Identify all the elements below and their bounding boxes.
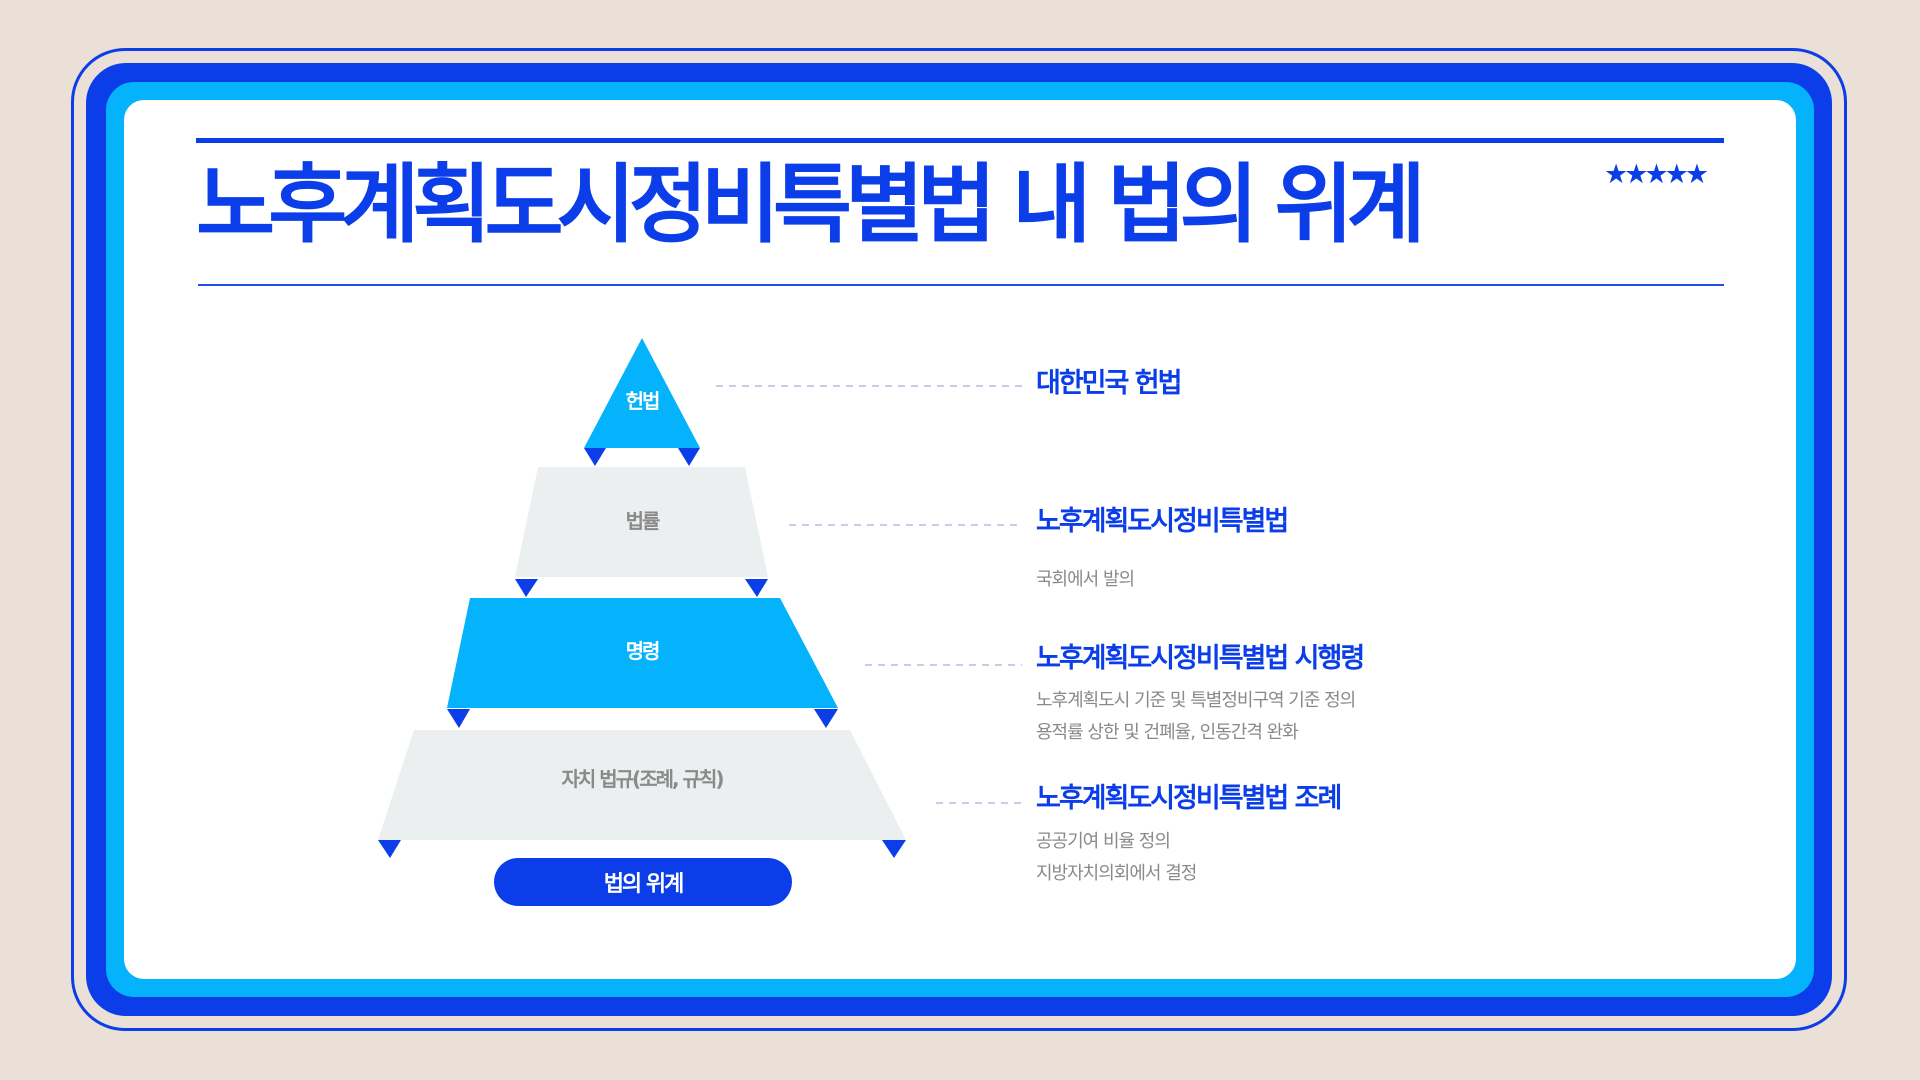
description-line-ordinance-2: 지방자치의회에서 결정 <box>1036 863 1197 884</box>
pyramid-tier-2 <box>515 467 768 577</box>
tier-1-right-marker-icon <box>678 448 700 466</box>
description-heading-decree: 노후계획도시정비특별법 시행령 <box>1036 643 1365 674</box>
tier-2-left-marker-icon <box>515 579 538 597</box>
hierarchy-badge: 법의 위계 <box>494 858 792 906</box>
pyramid-tier-3-label: 명령 <box>626 639 659 663</box>
pyramid-tier-1 <box>584 338 700 448</box>
description-line-decree-1: 노후계획도시 기준 및 특별정비구역 기준 정의 <box>1036 690 1356 711</box>
description-heading-ordinance: 노후계획도시정비특별법 조례 <box>1036 783 1342 814</box>
description-line-ordinance-1: 공공기여 비율 정의 <box>1036 831 1171 852</box>
pyramid-tier-4-label: 자치 법규(조례, 규칙) <box>561 767 723 791</box>
description-line-decree-2: 용적률 상한 및 건폐율, 인동간격 완화 <box>1036 722 1299 743</box>
tier-3-right-marker-icon <box>814 709 838 728</box>
title-top-rule <box>196 138 1724 143</box>
description-line-act-1: 국회에서 발의 <box>1036 569 1135 590</box>
pyramid-tier-1-label: 헌법 <box>626 389 659 413</box>
tier-4-right-marker-icon <box>882 840 906 858</box>
star-rating-icon: ★★★★★ <box>1604 159 1709 190</box>
hierarchy-badge-label: 법의 위계 <box>603 872 685 897</box>
tier-4-left-marker-icon <box>378 840 401 858</box>
tier-1-left-marker-icon <box>584 448 606 466</box>
pyramid-tier-4 <box>378 730 906 840</box>
tier-2-right-marker-icon <box>745 579 768 597</box>
tier-3-left-marker-icon <box>447 709 470 728</box>
outer-frame-line <box>71 48 1847 1031</box>
pyramid-tier-2-label: 법률 <box>626 509 660 533</box>
pyramid-tier-3 <box>447 598 838 708</box>
description-heading-act: 노후계획도시정비특별법 <box>1036 506 1289 537</box>
page-title: 노후계획도시정비특별법 내 법의 위계 <box>196 155 1426 255</box>
description-heading-constitution: 대한민국 헌법 <box>1036 368 1182 399</box>
title-bottom-rule <box>198 284 1724 286</box>
